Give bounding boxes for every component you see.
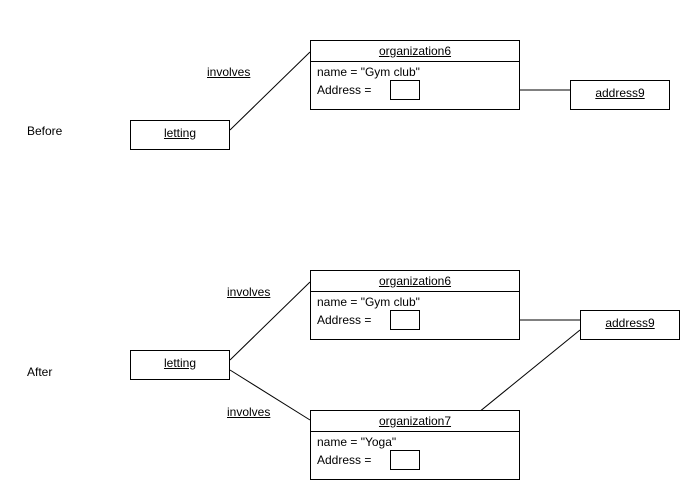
before-letting-title: letting	[163, 126, 197, 140]
before-section-label: Before	[27, 124, 63, 138]
after-involves-label-2: involves	[227, 405, 271, 419]
after-involves-line-1	[229, 281, 311, 361]
after-involves-label-1: involves	[227, 285, 271, 299]
after-organization6-title: organization6	[378, 274, 452, 288]
before-letting-box[interactable]: letting	[130, 120, 230, 150]
before-organization6-title: organization6	[378, 44, 452, 58]
after-organization7-name-attr: name = "Yoga"	[317, 435, 397, 449]
after-organization7-box[interactable]: organization7 name = "Yoga" Address =	[310, 410, 520, 480]
before-address9-box[interactable]: address9	[570, 80, 670, 110]
after-organization6-box[interactable]: organization6 name = "Gym club" Address …	[310, 270, 520, 340]
after-organization6-address-attr: Address =	[317, 313, 372, 327]
after-organization7-address-attr: Address =	[317, 453, 372, 467]
after-organization7-address-slot	[390, 450, 420, 470]
after-involves-line-2	[229, 369, 311, 421]
after-letting-box[interactable]: letting	[130, 350, 230, 380]
after-organization6-separator	[311, 291, 519, 292]
after-organization7-title: organization7	[378, 414, 452, 428]
before-organization6-separator	[311, 61, 519, 62]
after-organization7-separator	[311, 431, 519, 432]
before-organization6-address-attr: Address =	[317, 83, 372, 97]
before-involves-line	[229, 51, 311, 131]
before-organization6-box[interactable]: organization6 name = "Gym club" Address …	[310, 40, 520, 110]
after-address9-box[interactable]: address9	[580, 310, 680, 340]
before-involves-label: involves	[207, 65, 251, 79]
after-letting-title: letting	[163, 356, 197, 370]
before-organization6-address-slot	[390, 80, 420, 100]
after-organization6-name-attr: name = "Gym club"	[317, 295, 420, 309]
after-section-label: After	[27, 365, 53, 379]
after-organization6-address-slot	[390, 310, 420, 330]
after-address9-title: address9	[605, 316, 655, 330]
before-organization6-name-attr: name = "Gym club"	[317, 65, 420, 79]
before-address9-title: address9	[595, 86, 645, 100]
